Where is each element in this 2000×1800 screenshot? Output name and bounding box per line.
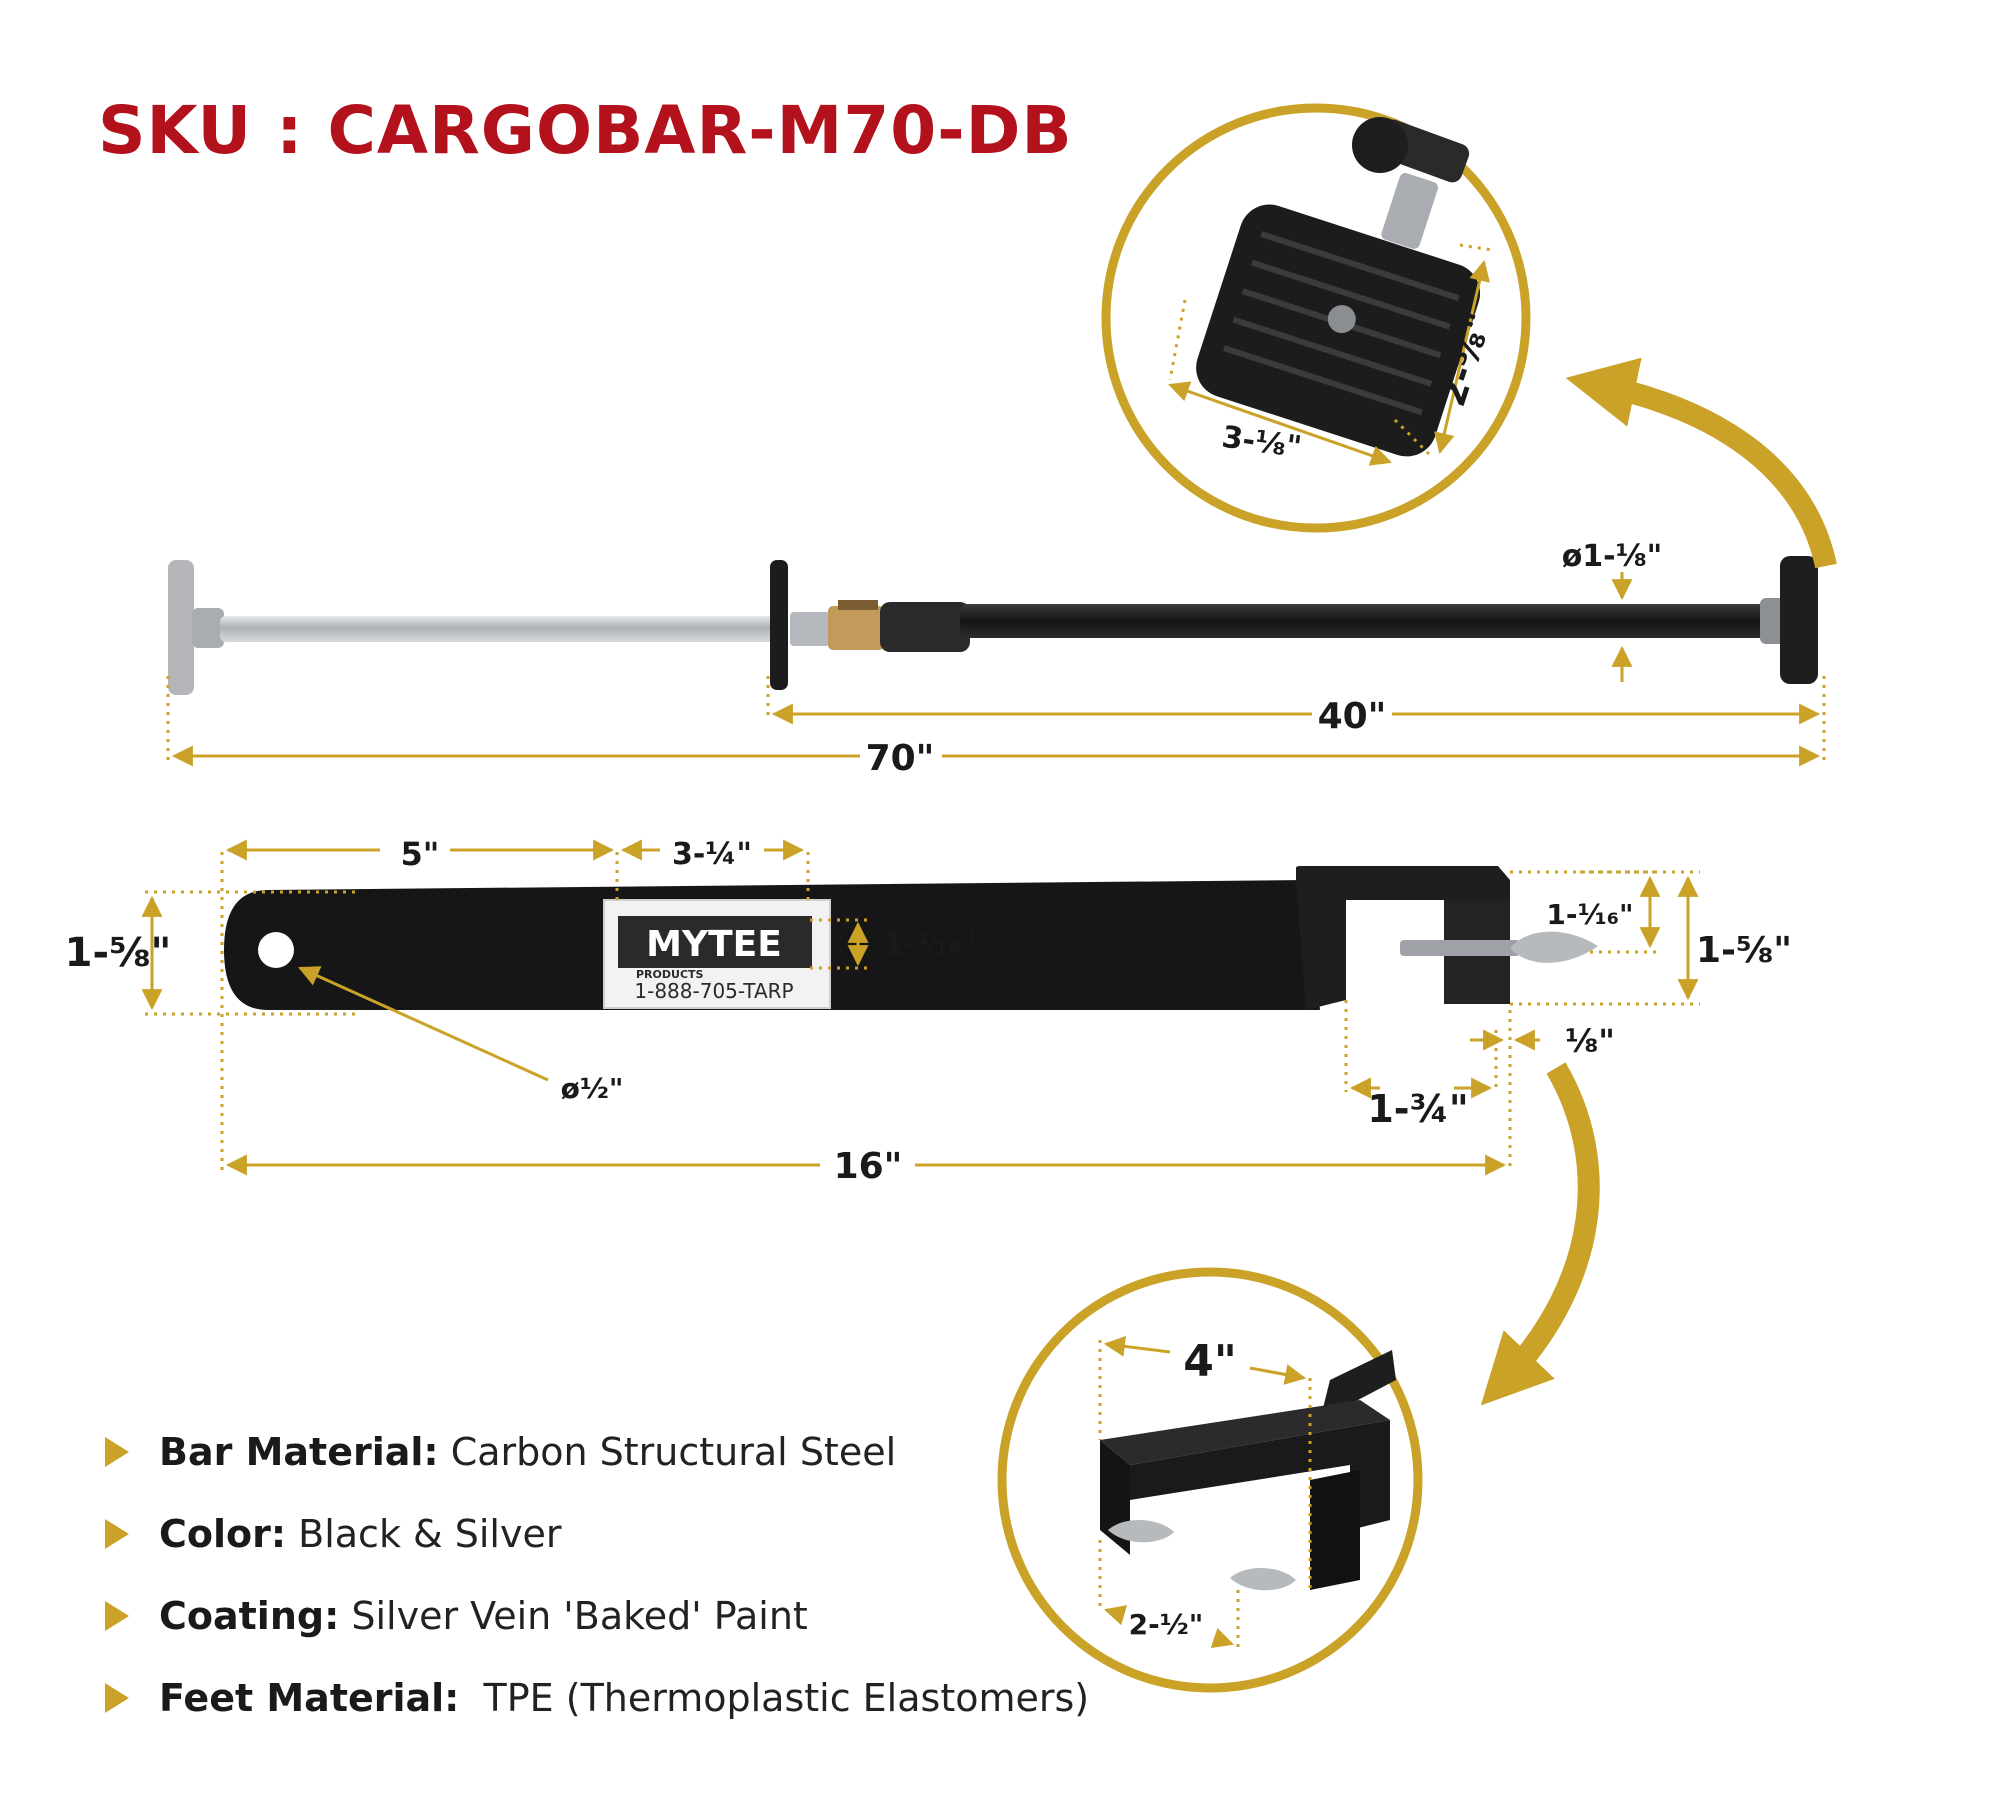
sku-title: SKU : CARGOBAR-M70-DB [98,92,1073,169]
spec-item-bar-material: Bar Material: Carbon Structural Steel [105,1430,896,1474]
dim-label-height: 1-¹⁄₁₆" [883,927,976,962]
bullet-arrow-icon [105,1437,129,1467]
mounting-hole [258,932,294,968]
bullet-arrow-icon [105,1601,129,1631]
outer-tube [960,604,1770,638]
right-foot [1780,556,1818,684]
wing-nut [1510,931,1598,963]
dim-bar-diameter: ø1-⅛" [1562,539,1663,574]
dim-40: 40" [1318,696,1387,737]
wing-nut-right [1230,1568,1296,1591]
curved-arrow-foot [1565,357,1837,569]
dim-hook-inner: 1-¹⁄₁₆" [1546,898,1633,931]
bracket: MYTEE PRODUCTS 1-888-705-TARP [224,866,1598,1010]
dim-hook-depth: 1-¾" [1367,1087,1468,1131]
ratchet-mechanism [790,600,970,652]
dim-bracket-width: 1-⅝" [65,930,172,976]
foot-zoom-circle: 3-⅛" 2-⅜" [1101,103,1531,533]
curved-arrow-hook [1480,1062,1600,1406]
dim-label-width: 3-¼" [672,837,752,872]
bar-dimensions [166,572,1826,767]
cargo-bar [168,556,1818,695]
dim-hole-diameter: ø½" [561,1072,624,1105]
hook-zoom-circle: 4" 2-½" [997,1267,1423,1693]
spec-item-color: Color: Black & Silver [105,1512,561,1556]
dim-hook-outer: 1-⅝" [1696,930,1792,971]
middle-stopper [770,560,788,690]
dim-thickness: ⅛" [1565,1022,1615,1060]
spec-item-coating: Coating: Silver Vein 'Baked' Paint [105,1594,808,1638]
label-sub: PRODUCTS [636,968,704,981]
dim-bracket-length: 16" [834,1146,903,1187]
dim-70: 70" [866,738,935,779]
dim-hook-width: 4" [1183,1336,1237,1387]
bolt [1400,940,1520,956]
dim-bolt-spacing: 2-½" [1129,1608,1204,1641]
label-phone: 1-888-705-TARP [634,979,793,1003]
bracket-dimensions [141,839,1700,1176]
inner-tube [220,616,780,642]
bullet-arrow-icon [105,1683,129,1713]
label-brand: MYTEE [646,924,782,965]
left-foot [168,560,194,695]
dim-hole-offset: 5" [401,835,440,873]
bullet-arrow-icon [105,1519,129,1549]
spec-item-feet-material: Feet Material: TPE (Thermoplastic Elasto… [105,1676,1089,1720]
wing-nut-left [1108,1520,1174,1543]
